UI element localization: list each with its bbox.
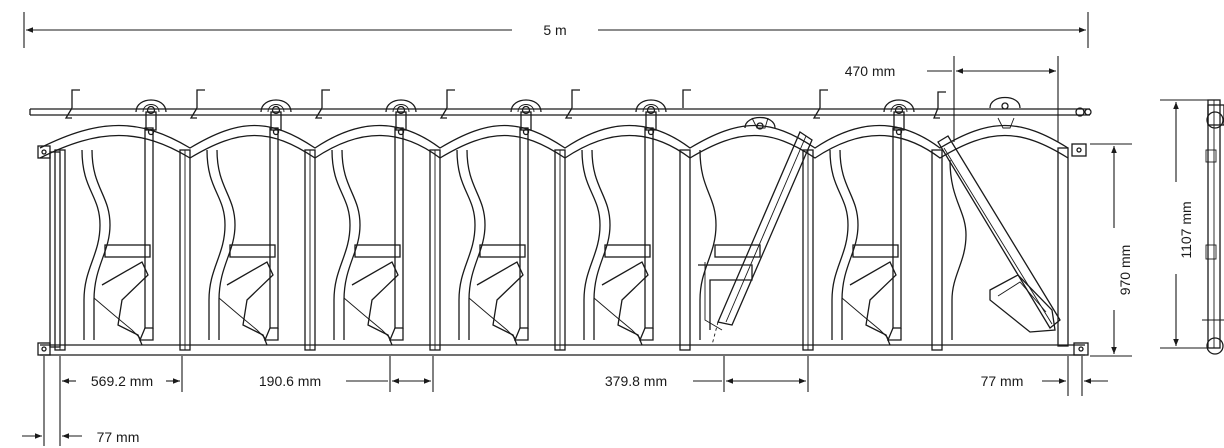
dimension-bottom-gap: 77 mm [22, 356, 139, 446]
dimension-hinge-spacing: 470 mm [845, 56, 1059, 142]
label-total-width: 5 m [543, 22, 566, 38]
dimension-total-height: 1107 mm [1160, 99, 1210, 349]
dimension-gate-span: 379.8 mm [605, 356, 809, 392]
label-total-height: 1107 mm [1178, 201, 1194, 258]
label-gate-span: 379.8 mm [605, 373, 667, 389]
label-bottom-gap: 77 mm [97, 429, 140, 445]
label-hinge-spacing: 470 mm [845, 63, 896, 79]
dimension-post-gap: 190.6 mm [259, 356, 434, 392]
bay-1 [54, 89, 167, 351]
top-rail [29, 107, 1092, 117]
side-view [1202, 99, 1224, 355]
bay-3 [304, 89, 417, 351]
right-end-post [1057, 147, 1069, 347]
bay-5 [554, 89, 667, 351]
dimension-end-gap: 77 mm [981, 356, 1108, 396]
label-post-gap: 190.6 mm [259, 373, 321, 389]
wavy-top-frame [37, 124, 1087, 159]
bay-7 [802, 89, 915, 351]
dimension-total-width: 5 m [23, 12, 1089, 48]
front-view [29, 89, 1092, 356]
bay-6-open-gate [679, 89, 813, 351]
label-end-gap: 77 mm [981, 373, 1024, 389]
label-bay-offset: 569.2 mm [91, 373, 153, 389]
dimension-frame-height: 970 mm [1090, 143, 1133, 357]
bottom-rail [37, 342, 1089, 356]
dimension-bay-offset: 569.2 mm [59, 356, 183, 392]
label-frame-height: 970 mm [1117, 245, 1133, 296]
bay-8-diagonal-arm [931, 91, 1061, 351]
